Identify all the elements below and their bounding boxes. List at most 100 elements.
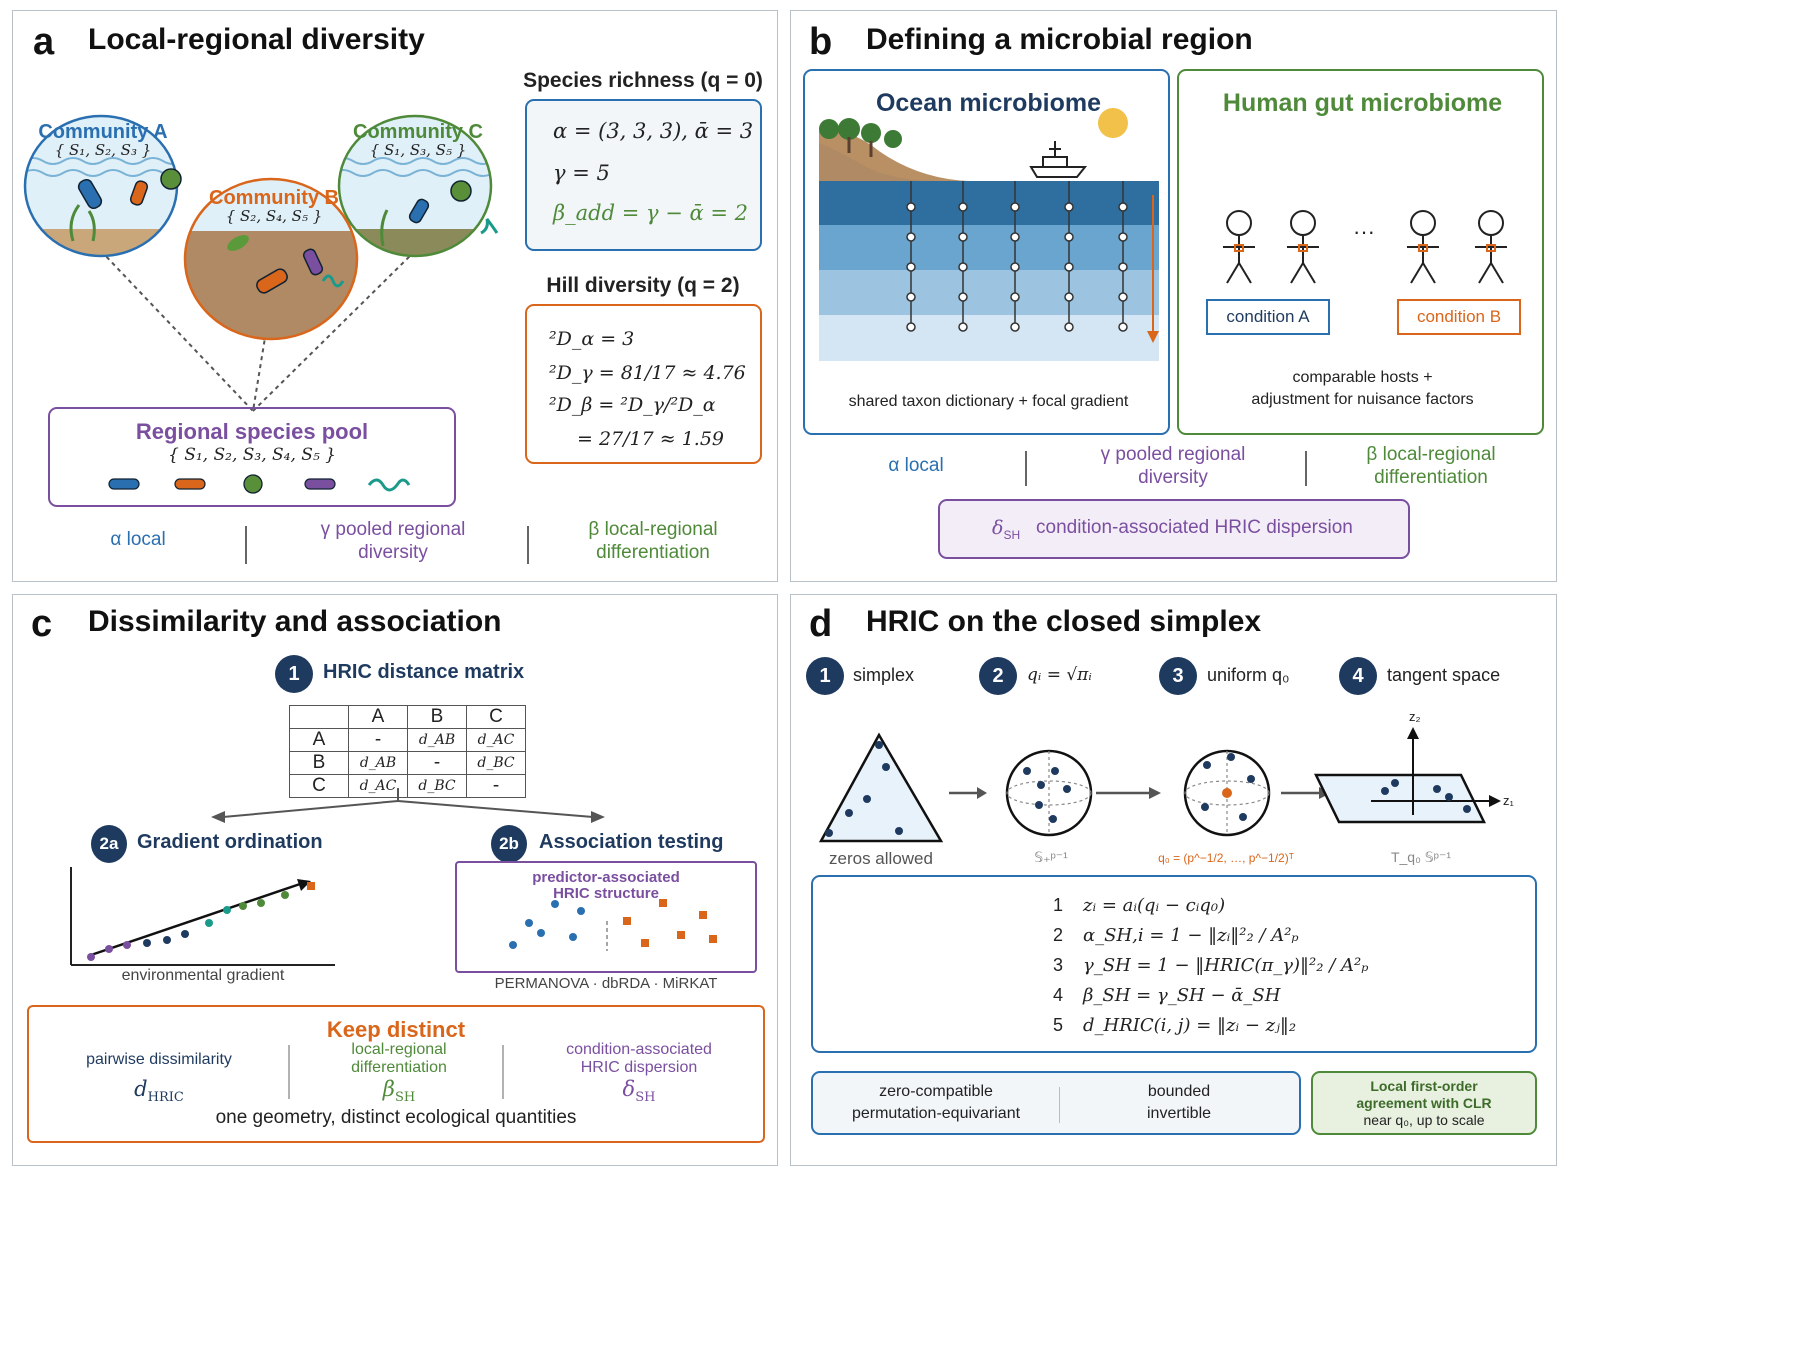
a-legend-alpha: α local: [110, 529, 166, 550]
d-step-4-badge: 4: [1339, 657, 1377, 695]
gradient-points: [87, 882, 315, 961]
hill-title: Hill diversity (q = 2): [546, 274, 740, 297]
step-2a-badge: 2a: [91, 825, 127, 863]
equation-text: zᵢ = aᵢ(qᵢ − cᵢq₀): [1083, 895, 1226, 916]
delta-box: δSH condition-associated HRIC dispersion: [938, 499, 1410, 559]
step-2b-badge: 2b: [491, 825, 527, 863]
matrix-cell: A: [348, 705, 408, 729]
panel-c: c Dissimilarity and association 1 HRIC d…: [12, 594, 778, 1166]
gut-box: Human gut microbiome ··· condition A con…: [1177, 69, 1544, 435]
keep-distinct-box: Keep distinct pairwise dissimilarity dHR…: [27, 1005, 765, 1143]
panel-c-letter: c: [31, 603, 53, 645]
cap-simplex: zeros allowed: [829, 849, 933, 868]
clr-line-3: near q₀, up to scale: [1363, 1112, 1485, 1128]
b-legend-gamma-1: γ pooled regional: [1100, 444, 1246, 465]
keep-col3-label-2: HRIC dispersion: [580, 1059, 698, 1076]
prop-bounded: bounded: [1147, 1083, 1211, 1100]
association-points: [509, 899, 717, 951]
assoc-title-1: predictor-associated: [532, 869, 680, 886]
prop-permutation-equivariant: permutation-equivariant: [851, 1105, 1021, 1122]
community-b-name: Community B: [209, 187, 339, 209]
condition-b-label: condition B: [1397, 299, 1521, 335]
matrix-cell: -: [466, 774, 526, 798]
clr-line-2: agreement with CLR: [1356, 1095, 1492, 1111]
keep-col2-sub: SH: [394, 1090, 416, 1106]
b-legend-separators: [1025, 451, 1307, 486]
panel-d-title: HRIC on the closed simplex: [866, 605, 1262, 638]
delta-symbol: δ: [992, 517, 1004, 539]
keep-footer: one geometry, distinct ecological quanti…: [215, 1107, 577, 1128]
matrix-cell: d_AB: [407, 728, 467, 752]
step-1-badge: 1: [275, 655, 313, 693]
gut-title: Human gut microbiome: [1222, 89, 1503, 117]
delta-sub: SH: [1003, 527, 1021, 542]
equation-number: 4: [1053, 985, 1064, 1005]
gut-illustration: [1223, 210, 1507, 284]
delta-text: condition-associated HRIC dispersion: [1036, 517, 1353, 538]
a-legend-beta-1: β local-regional: [588, 519, 718, 540]
equation-number: 5: [1053, 1015, 1064, 1035]
richness-line-2: γ = 5: [553, 161, 610, 185]
keep-title: Keep distinct: [326, 1017, 466, 1042]
hill-line-2: ²D_γ = 81/17 ≈ 4.76: [549, 362, 746, 384]
panel-b: b Defining a microbial region Ocean micr…: [790, 10, 1557, 582]
community-c-set: { S₁, S₃, S₅ }: [369, 141, 467, 159]
b-legend-beta-1: β local-regional: [1366, 444, 1496, 465]
equation-number: 1: [1053, 895, 1064, 915]
richness-line-3: β_add = γ − ᾱ = 2: [553, 201, 748, 225]
gut-ellipsis: ···: [1353, 219, 1375, 244]
community-a-set: { S₁, S₂, S₃ }: [54, 141, 152, 159]
assoc-title-2: HRIC structure: [553, 885, 659, 902]
equation-number: 3: [1053, 955, 1064, 975]
keep-col3-label-1: condition-associated: [566, 1041, 712, 1058]
keep-col2-label-1: local-regional: [351, 1041, 447, 1058]
step-2b-label: Association testing: [539, 831, 724, 853]
gut-caption-2: adjustment for nuisance factors: [1251, 391, 1474, 408]
equation-text: β_SH = γ_SH − ᾱ_SH: [1083, 985, 1281, 1006]
regional-pool-box: Regional species pool { S₁, S₂, S₃, S₄, …: [48, 407, 456, 507]
pool-title: Regional species pool: [135, 419, 369, 444]
d-step-2-label: qᵢ = √πᵢ: [1027, 665, 1092, 685]
matrix-cell: B: [289, 751, 349, 775]
community-b-set: { S₂, S₄, S₅ }: [225, 207, 323, 225]
richness-line-1: α = (3, 3, 3), ᾱ = 3: [553, 119, 754, 143]
matrix-cell: d_AC: [348, 774, 408, 798]
community-a-bubble: [23, 114, 182, 258]
matrix-cell: B: [407, 705, 467, 729]
axis-z2: z₂: [1409, 709, 1421, 724]
equation-text: d_HRIC(i, j) = ‖zᵢ − zⱼ‖₂: [1083, 1015, 1297, 1036]
panel-d-letter: d: [809, 603, 833, 645]
d-step-2-badge: 2: [979, 657, 1017, 695]
community-a-name: Community A: [38, 121, 168, 143]
community-b-bubble: [183, 177, 359, 341]
d-step-1-badge: 1: [806, 657, 844, 695]
properties-box: zero-compatible permutation-equivariant …: [811, 1071, 1301, 1135]
b-legend-beta-2: differentiation: [1374, 467, 1488, 488]
keep-col3-sub: SH: [635, 1090, 656, 1106]
richness-box: α = (3, 3, 3), ᾱ = 3 γ = 5 β_add = γ − ᾱ…: [525, 99, 762, 251]
panel-b-letter: b: [809, 21, 833, 63]
hill-box: ²D_α = 3 ²D_γ = 81/17 ≈ 4.76 ²D_β = ²D_γ…: [525, 304, 762, 464]
d-step-4-label: tangent space: [1387, 665, 1501, 685]
d-step-3-label: uniform q₀: [1207, 665, 1290, 685]
matrix-cell: C: [289, 774, 349, 798]
association-box: predictor-associated HRIC structure: [455, 861, 757, 973]
panel-a-letter: a: [33, 21, 55, 63]
clr-box: Local first-order agreement with CLR nea…: [1311, 1071, 1537, 1135]
ocean-box: Ocean microbiome: [803, 69, 1170, 435]
keep-separators: [288, 1045, 504, 1099]
keep-col1-label: pairwise dissimilarity: [86, 1051, 232, 1068]
a-legend-beta-2: differentiation: [596, 542, 710, 563]
equation-number: 2: [1053, 925, 1064, 945]
keep-col2-label-2: differentiation: [351, 1059, 447, 1076]
matrix-cell: -: [348, 728, 408, 752]
cap-tangent: T_q₀ 𝕊ᵖ⁻¹: [1390, 849, 1452, 865]
prop-separator: [1059, 1087, 1060, 1123]
gradient-caption: environmental gradient: [121, 967, 285, 984]
panel-d: d HRIC on the closed simplex 1 simplex 2…: [790, 594, 1557, 1166]
gut-caption-1: comparable hosts +: [1292, 369, 1433, 386]
